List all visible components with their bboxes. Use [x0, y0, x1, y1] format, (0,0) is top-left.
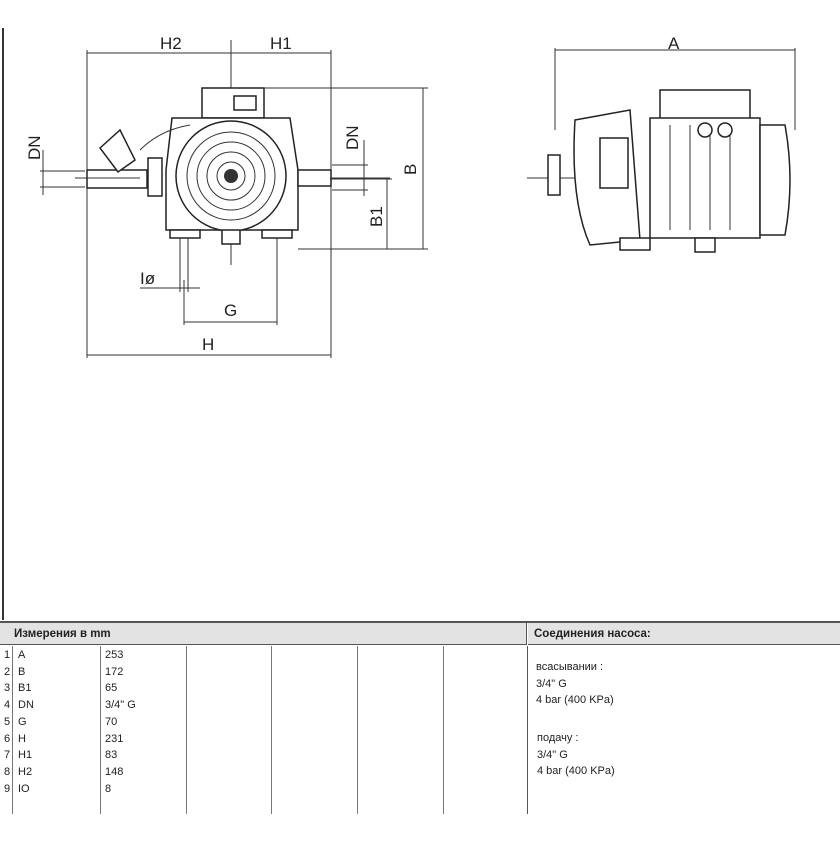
divider	[100, 646, 101, 814]
row-number: 2	[4, 665, 11, 678]
divider	[357, 646, 358, 814]
label-H: H	[202, 335, 214, 354]
row-number: 4	[4, 699, 11, 712]
technical-drawing: H2 H1 DN DN B B1 Iø G H A	[25, 34, 796, 358]
delivery-connection: подачу : 3/4" G 4 bar (400 KPa)	[537, 730, 615, 780]
pump-front-view	[40, 40, 428, 358]
row-number: 7	[4, 749, 11, 762]
dimension-value: 8	[105, 782, 112, 795]
label-I-diameter: Iø	[140, 269, 155, 288]
label-DN-right: DN	[343, 125, 362, 150]
dimension-value: 70	[105, 715, 118, 728]
suction-label: всасывании :	[536, 661, 604, 673]
dimension-name: H1	[18, 749, 33, 762]
label-H2: H2	[160, 34, 182, 53]
suction-size: 3/4" G	[536, 677, 567, 690]
dimension-name: B	[18, 665, 26, 678]
dimension-name: H2	[18, 765, 33, 778]
label-G: G	[224, 301, 237, 320]
dimension-value: 172	[105, 665, 124, 678]
dimension-name: H	[18, 732, 26, 745]
dimension-name: IO	[18, 782, 30, 795]
dimension-value: 3/4" G	[105, 699, 136, 712]
row-number: 8	[4, 765, 11, 778]
dimension-value: 83	[105, 749, 118, 762]
divider	[271, 646, 272, 814]
divider	[527, 646, 528, 814]
label-DN-left: DN	[25, 135, 44, 160]
dimension-value: 65	[105, 682, 118, 695]
dimensions-header: Измерения в mm	[0, 623, 527, 645]
dimension-value: 148	[105, 765, 124, 778]
row-number: 1	[4, 649, 11, 661]
dimensions-table: Измерения в mm Соединения насоса: 1 2 3 …	[0, 621, 840, 842]
delivery-pressure: 4 bar (400 KPa)	[537, 765, 615, 778]
label-B1: B1	[367, 206, 386, 227]
label-A: A	[668, 34, 680, 53]
delivery-size: 3/4" G	[537, 748, 568, 761]
label-H1: H1	[270, 34, 292, 53]
divider	[443, 646, 444, 814]
dimension-name: A	[18, 649, 26, 661]
divider	[186, 646, 187, 814]
divider	[12, 646, 13, 814]
connections-header: Соединения насоса:	[528, 623, 840, 645]
delivery-label: подачу :	[537, 732, 579, 744]
label-B: B	[401, 164, 420, 175]
suction-pressure: 4 bar (400 KPa)	[536, 694, 614, 707]
row-number: 3	[4, 682, 11, 695]
row-number: 5	[4, 715, 11, 728]
dimension-name: B1	[18, 682, 32, 695]
suction-connection: всасывании : 3/4" G 4 bar (400 KPa)	[536, 659, 614, 709]
page-border	[2, 28, 4, 620]
row-number: 9	[4, 782, 11, 795]
dimension-value: 253	[105, 649, 124, 661]
dimension-value: 231	[105, 732, 124, 745]
dimension-name: G	[18, 715, 27, 728]
dimension-name: DN	[18, 699, 34, 712]
row-number: 6	[4, 732, 11, 745]
pump-side-view	[527, 48, 796, 253]
